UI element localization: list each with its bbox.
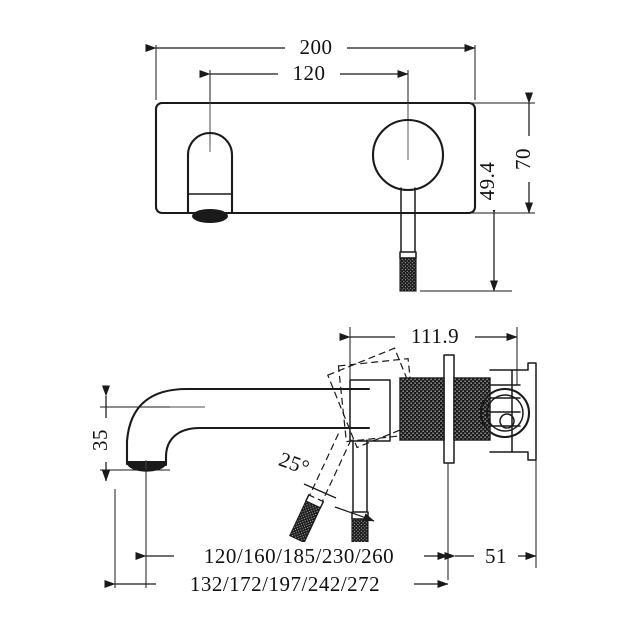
dim-label-bg-overall-projection (156, 570, 414, 596)
dim-label-bg-projection (174, 542, 424, 568)
lever-stem-vertical (352, 439, 368, 513)
lever-grip-front-knurled (399, 257, 417, 292)
dim-label-lever-drop: 49.4 (475, 162, 499, 201)
lever-stem-tilted (308, 433, 352, 503)
dim-label-bg-49-4 (481, 152, 507, 210)
dim-label-overall-projection: 132/172/197/242/272 (190, 572, 380, 596)
dim-label-bg-120 (278, 60, 340, 85)
spout-inner-profile (164, 426, 371, 467)
wall-mount-inner-circle (486, 394, 524, 432)
dim-label-spout-height: 35 (88, 429, 112, 451)
mounting-flange (443, 354, 455, 464)
spout-front-outline (186, 131, 234, 215)
lever-envelope-rect-2 (337, 357, 417, 443)
lever-collar-front (399, 251, 417, 259)
dim-label-bg-111-9 (395, 322, 475, 348)
wall-plate-outline (154, 101, 477, 215)
dim-label-plate-height: 70 (511, 148, 535, 170)
handle-circle-front (371, 118, 445, 192)
top-view-group: 200 120 (145, 33, 542, 292)
lever-stem-front (400, 187, 416, 253)
cartridge-knurl-right (453, 377, 491, 441)
dim-label-bg-51 (474, 542, 518, 568)
dim-label-bg-200 (285, 33, 347, 59)
dim-label-body-depth: 111.9 (411, 324, 459, 348)
spout-outlet-ellipse (192, 209, 228, 223)
angle-leader-line (334, 506, 375, 522)
dim-label-lever-angle: 25° (276, 447, 313, 480)
dim-label-wall-offset: 51 (485, 544, 507, 568)
dim-label-center-distance: 120 (293, 61, 326, 85)
angle-pointer-line (303, 483, 337, 499)
spout-outer-profile (125, 387, 371, 466)
dim-label-bg-70 (517, 136, 542, 182)
valve-body-block (349, 379, 391, 442)
lever-travel-envelope-2 (337, 357, 417, 443)
dim-label-spout-projection: 120/160/185/230/260 (204, 544, 394, 568)
cartridge-knurl-left (399, 377, 445, 441)
lever-grip-tilted-knurled (289, 500, 322, 544)
lever-tilted-group (289, 433, 352, 544)
wall-mount-screw-circle (499, 413, 515, 429)
dim-label-bg-35 (94, 418, 119, 462)
side-view-group: 111.9 35 (88, 322, 537, 596)
dim-label-overall-width: 200 (300, 35, 333, 59)
wall-mount-outer-circle (479, 387, 531, 439)
